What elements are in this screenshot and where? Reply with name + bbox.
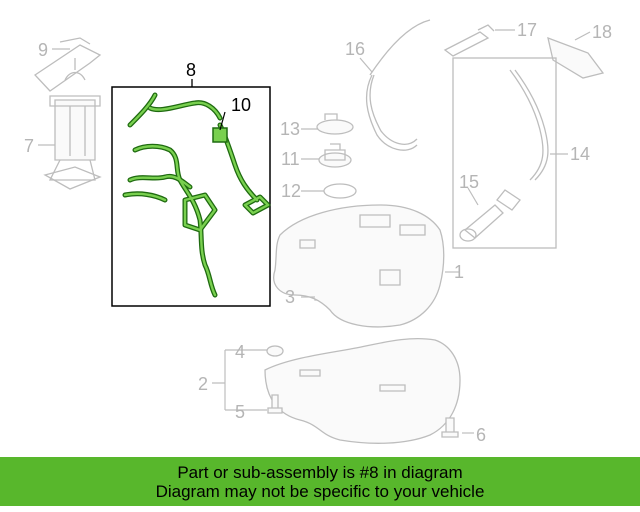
banner-line-1: Part or sub-assembly is #8 in diagram	[177, 462, 463, 482]
callout-6: 6	[476, 425, 486, 445]
callout-4: 4	[235, 342, 245, 362]
part-14-frame	[452, 57, 557, 249]
callout-7: 7	[24, 136, 34, 156]
callout-1: 1	[454, 262, 464, 282]
part-2-shield[interactable]	[264, 337, 461, 444]
callout-12: 12	[281, 181, 301, 201]
fuel-pump-bracket[interactable]	[34, 37, 102, 92]
part-6-bolt[interactable]	[441, 417, 459, 438]
part-16-vent-line[interactable]	[365, 19, 431, 151]
fuel-tank[interactable]	[273, 204, 445, 328]
fuel-line-harness-part-8[interactable]	[122, 92, 271, 298]
callout-2: 2	[198, 374, 208, 394]
part-18-door[interactable]	[547, 36, 605, 79]
part-13-seal[interactable]	[316, 113, 354, 135]
callout-16: 16	[345, 39, 365, 59]
fuel-pump-module[interactable]	[43, 58, 102, 190]
callout-15: 15	[459, 172, 479, 192]
callout-11: 11	[281, 149, 300, 169]
parts-diagram: 1 2 3 4 5 6 7 8 9 10 11 12 13 14 15 16 1…	[24, 19, 612, 445]
callout-5: 5	[235, 402, 245, 422]
callout-17: 17	[517, 20, 537, 40]
part-5-bolt[interactable]	[267, 394, 283, 414]
callout-18: 18	[592, 22, 612, 42]
part-4-nut[interactable]	[266, 345, 284, 357]
callout-9: 9	[38, 40, 48, 60]
callout-10: 10	[231, 95, 251, 115]
part-17-cap[interactable]	[443, 24, 495, 57]
callout-8: 8	[186, 60, 196, 80]
callout-13: 13	[280, 119, 300, 139]
part-12-ring[interactable]	[323, 183, 357, 199]
part-14-filler-pipe[interactable]	[496, 69, 549, 211]
callout-14: 14	[570, 144, 590, 164]
part-15-hose[interactable]	[459, 204, 504, 242]
callout-3: 3	[285, 287, 295, 307]
banner-line-2: Diagram may not be specific to your vehi…	[155, 481, 485, 501]
info-banner: Part or sub-assembly is #8 in diagram Di…	[0, 457, 640, 506]
part-11-valve[interactable]	[318, 143, 352, 168]
